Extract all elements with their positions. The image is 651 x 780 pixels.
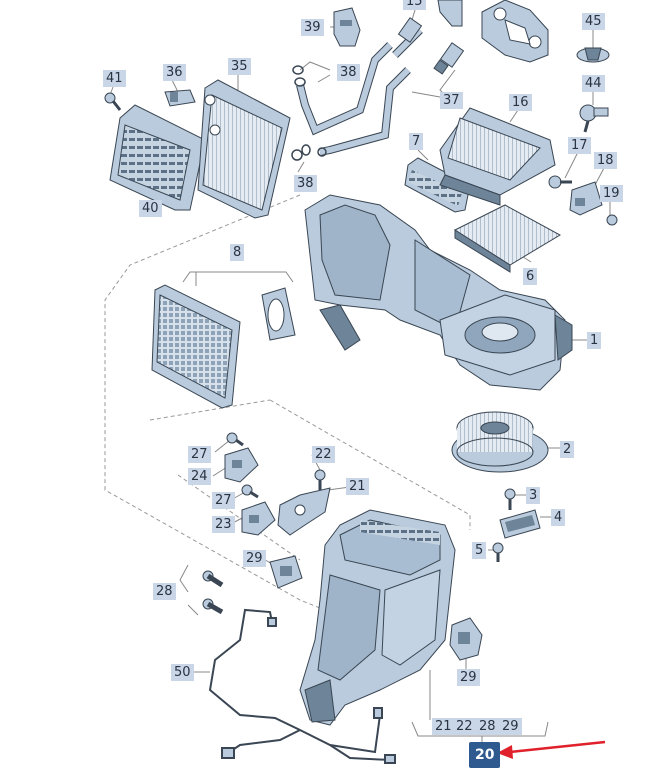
- part-flap-7: [404, 157, 471, 213]
- part-blower-motor-2: [451, 411, 549, 473]
- callout-label: 7: [409, 133, 424, 150]
- callout-label: 27: [212, 492, 235, 509]
- callout-label: 38: [337, 64, 360, 81]
- part-flange-gasket: [481, 0, 549, 63]
- highlighted-part-label[interactable]: 20: [469, 742, 501, 768]
- callout-label: 37: [440, 92, 463, 109]
- part-bolts-28: [202, 570, 224, 615]
- part-pollen-filter-6: [453, 204, 562, 273]
- part-bracket-39: [333, 7, 361, 47]
- callout-label: 17: [568, 137, 591, 154]
- part-o-rings-38: [291, 65, 327, 161]
- part-screws-27: [226, 432, 259, 499]
- group-outlines: [104, 194, 471, 611]
- callout-label: 3: [526, 487, 541, 504]
- part-seal-8: [261, 287, 296, 341]
- callout-label: 50: [171, 664, 194, 681]
- part-refrigerant-pipes: [296, 27, 423, 156]
- callout-label: 4: [551, 509, 566, 526]
- part-lever-21: [277, 487, 331, 536]
- callout-label: 1: [587, 332, 602, 349]
- part-screw-5: [492, 542, 504, 562]
- callout-label: 23: [212, 516, 235, 533]
- leader-lines: [109, 0, 611, 742]
- part-plug-44: [579, 104, 609, 133]
- part-screw-41: [104, 92, 122, 111]
- part-heater-core-8: [151, 284, 241, 409]
- callout-label: 27: [188, 446, 211, 463]
- callout-label: 5: [472, 542, 487, 559]
- part-actuator-23: [241, 501, 276, 536]
- part-cover-frame-40: [109, 104, 206, 211]
- callout-label: 15: [403, 0, 426, 10]
- part-actuator-24: [224, 447, 259, 483]
- callout-label: 29: [457, 669, 480, 686]
- callout-label: 24: [188, 468, 211, 485]
- part-wiring-harness-50: [208, 608, 396, 764]
- callout-label: 22: [312, 446, 335, 463]
- part-filter-housing-16: [439, 107, 556, 206]
- callout-label: 44: [582, 75, 605, 92]
- callout-label: 22: [453, 718, 476, 735]
- callout-label: 41: [103, 70, 126, 87]
- callout-label: 39: [301, 19, 324, 36]
- part-distribution-housing-20: [299, 509, 456, 726]
- callout-label: 29: [499, 718, 522, 735]
- part-screw-22: [314, 469, 326, 490]
- callout-label: 19: [600, 185, 623, 202]
- highlight-arrow: [497, 740, 606, 759]
- callout-label: 8: [230, 244, 245, 261]
- callout-label: 28: [153, 583, 176, 600]
- part-main-housing: [304, 194, 573, 391]
- callout-label: 21: [432, 718, 455, 735]
- callout-label: 21: [346, 478, 369, 495]
- part-connector-29: [269, 555, 303, 589]
- part-screw-17: [548, 175, 572, 189]
- callout-label: 6: [523, 268, 538, 285]
- part-screw-3: [504, 488, 516, 510]
- callout-label: 35: [228, 58, 251, 75]
- part-actuator-18: [569, 181, 603, 216]
- part-actuator-29: [449, 617, 483, 661]
- callout-label: 45: [582, 13, 605, 30]
- part-sensor-36: [164, 89, 196, 107]
- part-screw-19: [606, 214, 618, 226]
- part-grommet-45: [576, 47, 610, 63]
- callout-label: 18: [594, 152, 617, 169]
- callout-label: 16: [509, 94, 532, 111]
- callout-label: 38: [294, 175, 317, 192]
- part-pipe-couplings: [397, 17, 465, 75]
- callout-label: 29: [243, 550, 266, 567]
- callout-label: 36: [163, 64, 186, 81]
- part-seal-15: [437, 0, 463, 27]
- callout-label: 2: [560, 441, 575, 458]
- callout-label: 28: [476, 718, 499, 735]
- part-resistor-4: [499, 509, 541, 539]
- callout-label: 40: [139, 200, 162, 217]
- part-evaporator-35: [197, 79, 291, 219]
